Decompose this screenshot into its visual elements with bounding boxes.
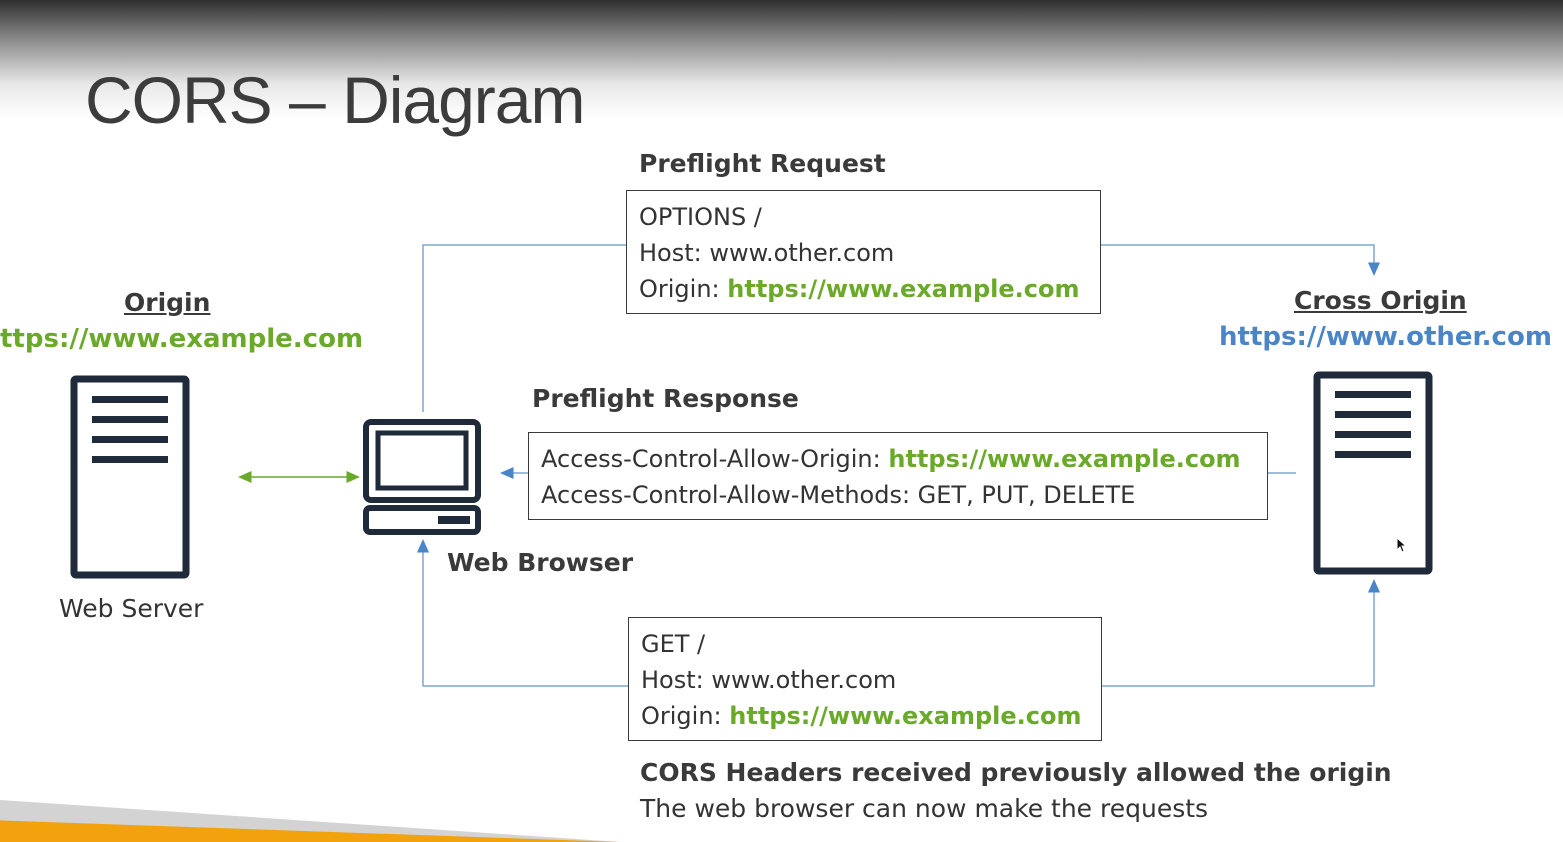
preflight-response-allow-origin: Access-Control-Allow-Origin: https://www… <box>541 441 1255 477</box>
preflight-request-origin-url: https://www.example.com <box>727 275 1080 303</box>
page-title: CORS – Diagram <box>85 63 585 137</box>
web-browser-label: Web Browser <box>447 548 634 577</box>
preflight-request-arrow <box>1100 244 1380 276</box>
cross-origin-server-icon <box>1313 371 1433 575</box>
get-request-host: Host: www.other.com <box>641 666 897 694</box>
allow-origin-url: https://www.example.com <box>888 445 1241 473</box>
get-request-connector <box>417 539 628 687</box>
mouse-cursor-icon <box>1396 537 1408 553</box>
get-request-origin-label: Origin: <box>641 702 730 730</box>
preflight-request-host: Host: www.other.com <box>639 239 895 267</box>
preflight-request-method: OPTIONS / <box>639 203 762 231</box>
allow-origin-label: Access-Control-Allow-Origin: <box>541 445 889 473</box>
get-request-origin-url: https://www.example.com <box>729 702 1082 730</box>
get-request-origin: Origin: https://www.example.com <box>641 698 1089 734</box>
preflight-request-origin-label: Origin: <box>639 275 728 303</box>
preflight-response-heading: Preflight Response <box>532 384 799 413</box>
footer-heading: CORS Headers received previously allowed… <box>640 758 1392 787</box>
footer-subtext: The web browser can now make the request… <box>640 794 1209 823</box>
preflight-request-heading: Preflight Request <box>639 149 886 178</box>
get-request-arrow <box>1102 579 1380 687</box>
origin-heading: Origin <box>124 288 211 317</box>
preflight-request-connector <box>422 244 628 412</box>
computer-icon <box>363 419 481 535</box>
cross-origin-url: https://www.other.com <box>1219 322 1552 352</box>
get-request-box: GET / Host: www.other.com Origin: https:… <box>628 617 1102 741</box>
origin-server-icon <box>70 375 190 579</box>
preflight-response-allow-methods: Access-Control-Allow-Methods: GET, PUT, … <box>541 481 1136 509</box>
get-request-method: GET / <box>641 630 706 658</box>
preflight-request-origin: Origin: https://www.example.com <box>639 271 1088 307</box>
cross-origin-heading: Cross Origin <box>1294 286 1467 315</box>
header-gradient <box>0 0 1563 140</box>
web-server-label: Web Server <box>59 594 204 623</box>
preflight-response-box: Access-Control-Allow-Origin: https://www… <box>528 432 1268 520</box>
origin-url: ttps://www.example.com <box>0 324 364 354</box>
preflight-request-box: OPTIONS / Host: www.other.com Origin: ht… <box>626 190 1101 314</box>
